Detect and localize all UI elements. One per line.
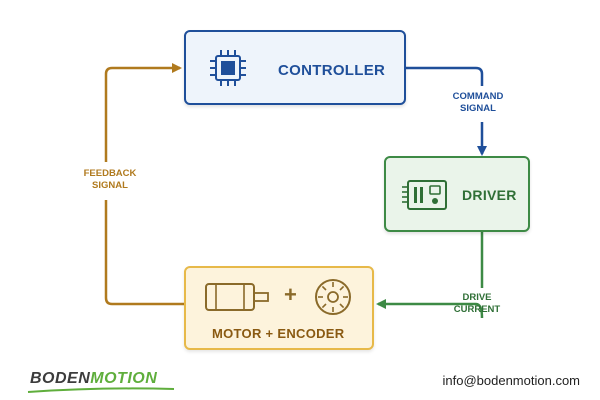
feedback-signal-label: FEEDBACK SIGNAL [78,168,142,192]
controller-node: CONTROLLER [184,30,406,105]
brand-logo: BODENMOTION [30,370,157,388]
chip-icon [210,50,246,86]
drive-current-label-line2: CURRENT [453,304,501,315]
command-signal-arrow [406,66,482,154]
motor-encoder-node: + MOTOR + ENCODER [184,266,374,350]
motor-icon [205,283,269,311]
command-signal-label-line1: COMMAND [452,91,504,102]
feedback-signal-arrow [104,68,184,306]
driver-label: DRIVER [462,187,517,203]
brand-logo-part1: BODEN [30,370,91,387]
encoder-icon [315,279,351,315]
contact-email[interactable]: info@bodenmotion.com [442,373,581,388]
feedback-signal-label-line1: FEEDBACK [83,168,137,179]
controller-label: CONTROLLER [278,62,386,79]
command-signal-label: COMMAND SIGNAL [446,91,510,115]
brand-swoosh-icon [27,387,175,393]
drive-current-arrow [378,232,484,319]
drive-current-label-line1: DRIVE [462,292,492,303]
feedback-signal-label-line2: SIGNAL [92,180,128,191]
command-signal-label-line2: SIGNAL [460,103,496,114]
driver-board-icon [402,180,447,210]
brand-logo-part2: MOTION [90,370,158,387]
plus-sign: + [284,282,297,307]
driver-node: DRIVER [384,156,530,232]
motor-encoder-label: MOTOR + ENCODER [212,326,345,341]
drive-current-label: DRIVE CURRENT [449,292,505,316]
